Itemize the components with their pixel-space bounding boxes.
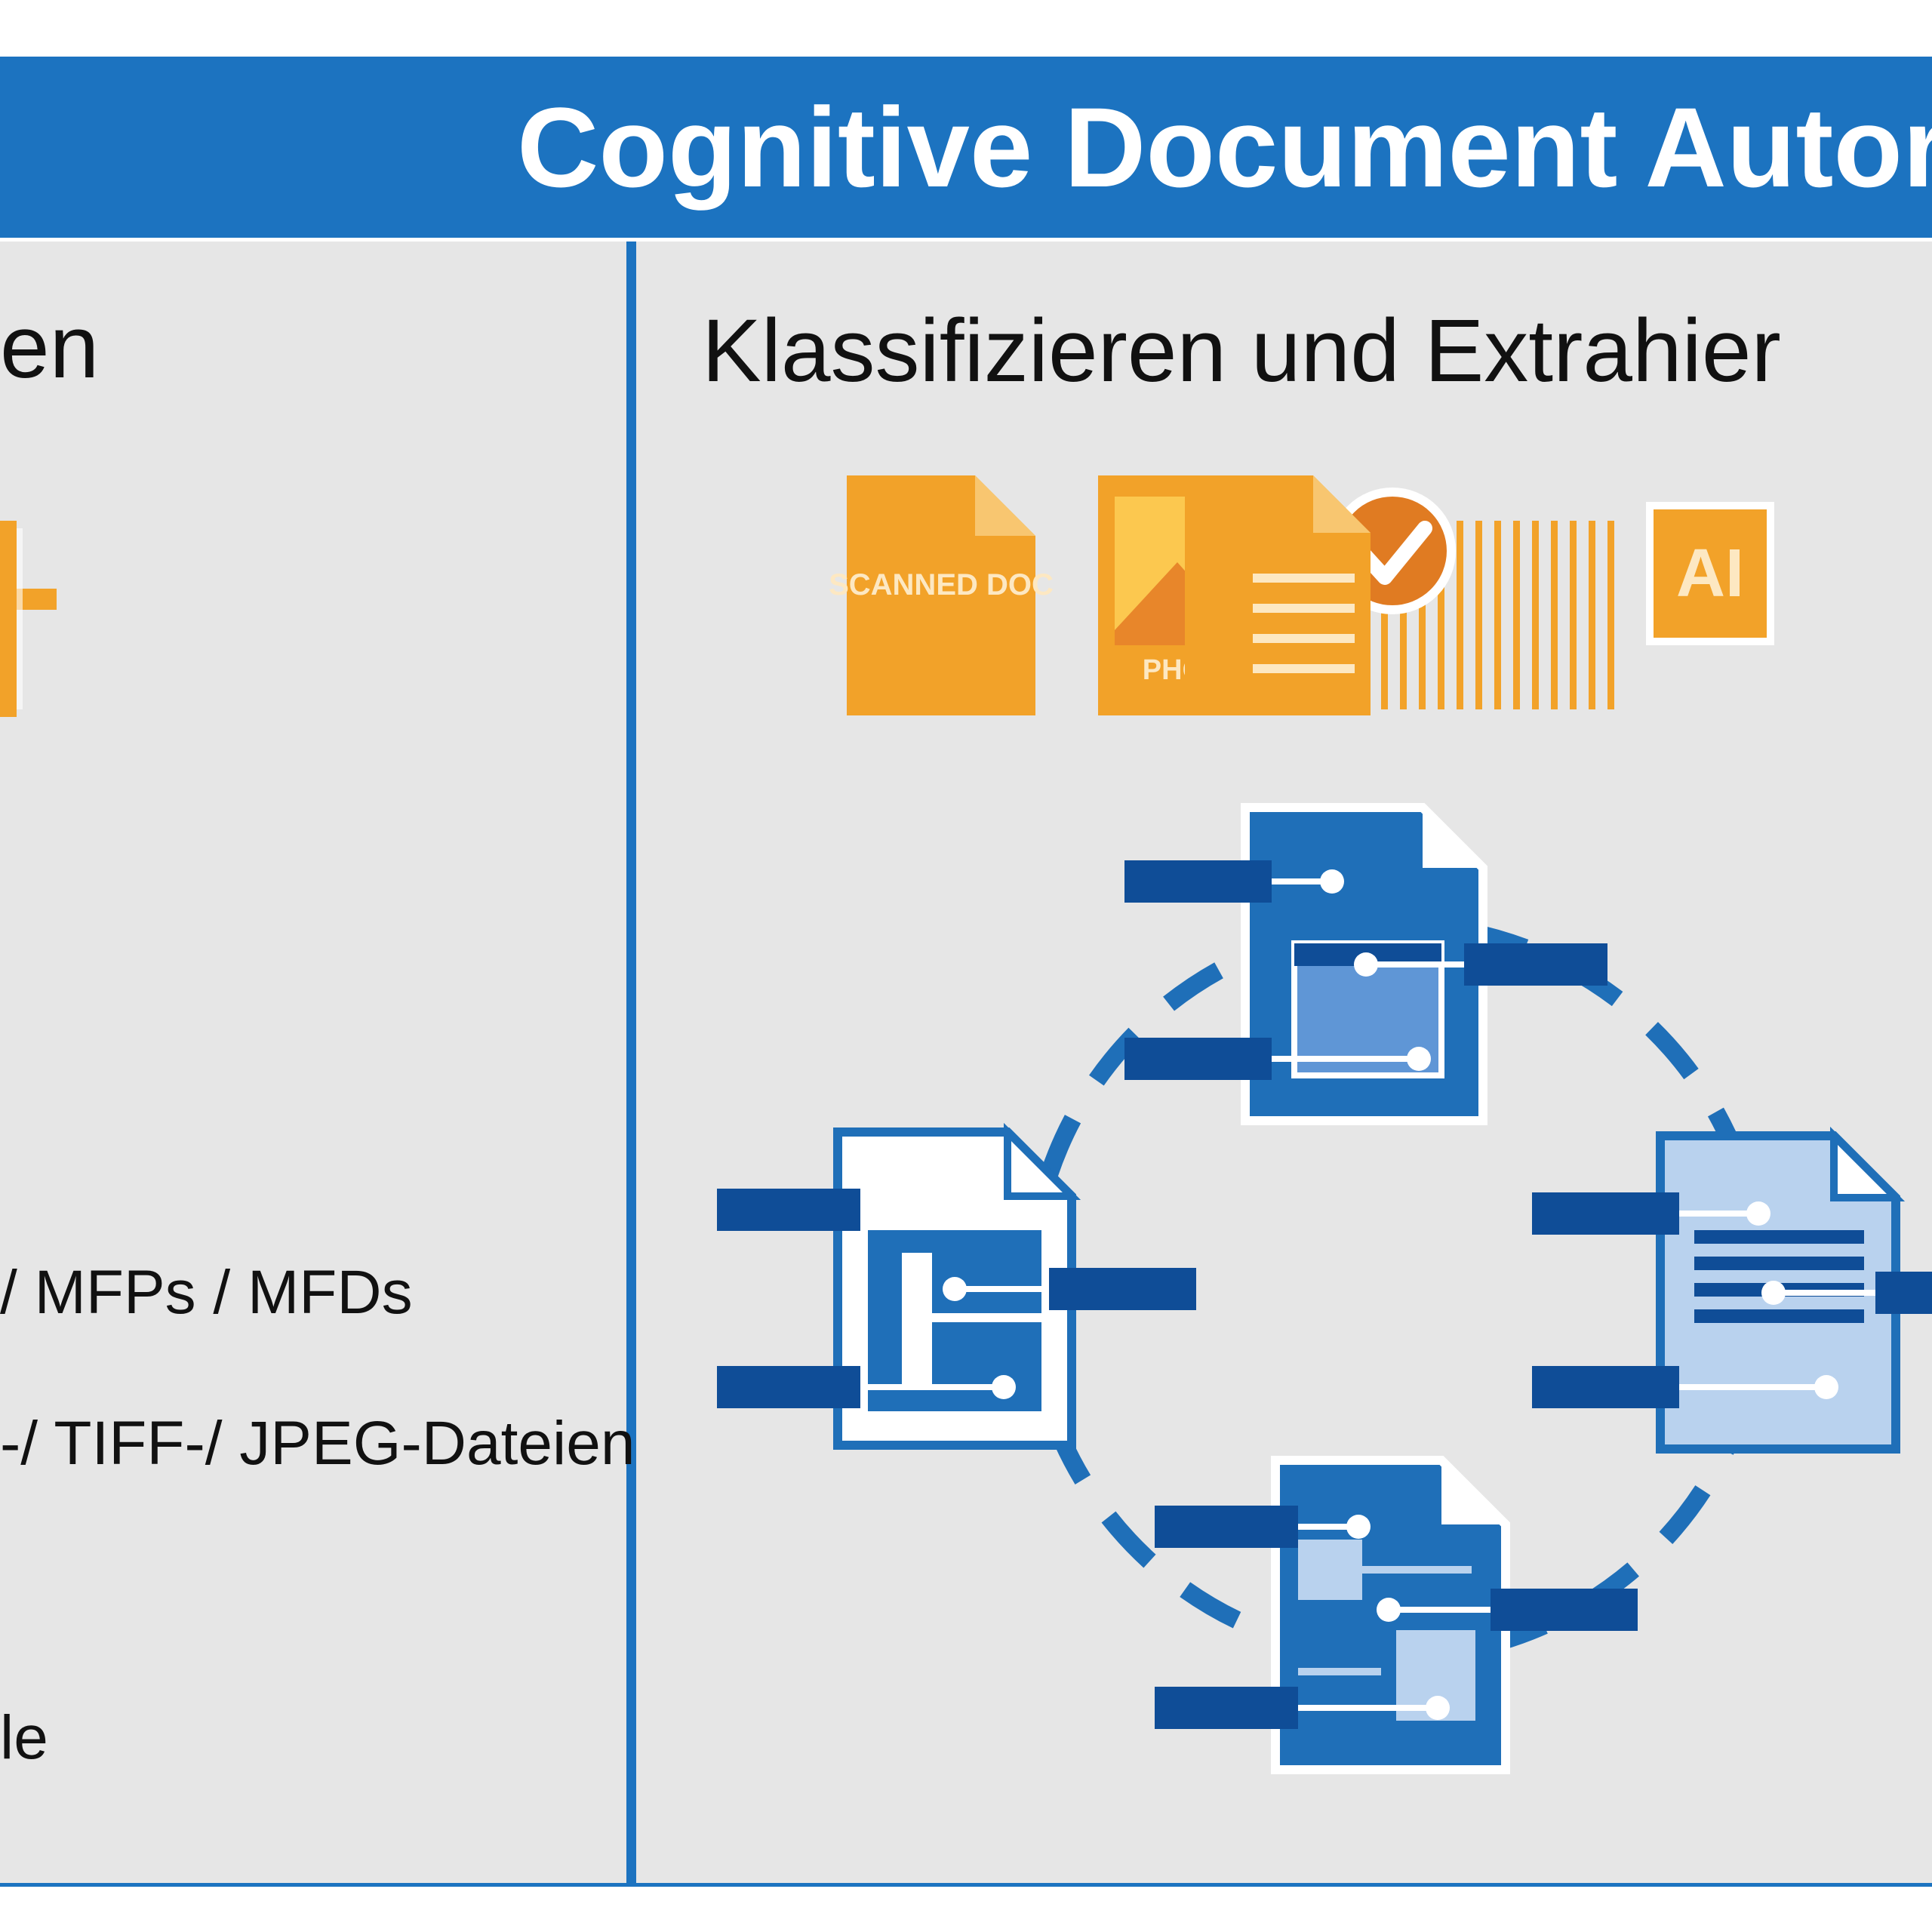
list-item-file-types: -/ TIFF-/ JPEG-Dateien <box>0 1409 635 1478</box>
document-cross-icon <box>0 521 57 717</box>
barcode-check-icon <box>1329 488 1614 709</box>
list-item-fragment: le <box>0 1703 48 1772</box>
ai-document-icon: AI <box>1185 475 1774 715</box>
left-heading: en <box>0 297 100 397</box>
bottom-rule <box>0 1883 1932 1887</box>
banner-title: Cognitive Document Autor <box>517 84 1932 211</box>
list-item-devices: / MFPs / MFDs <box>0 1258 413 1327</box>
ai-label: AI <box>1676 536 1744 611</box>
document-right-icon <box>1532 1126 1932 1454</box>
left-panel <box>0 242 626 1883</box>
scanned-doc-label: SCANNED DOC <box>829 568 1054 601</box>
document-top-icon <box>1124 803 1607 1125</box>
panel-divider <box>626 242 636 1883</box>
title-banner: Cognitive Document Autor <box>0 57 1932 238</box>
right-heading: Klassifizieren und Extrahier <box>702 301 1781 401</box>
document-left-icon <box>717 1122 1196 1450</box>
scanned-doc-icon: SCANNED DOC <box>829 475 1054 715</box>
document-bottom-icon <box>1155 1456 1638 1774</box>
